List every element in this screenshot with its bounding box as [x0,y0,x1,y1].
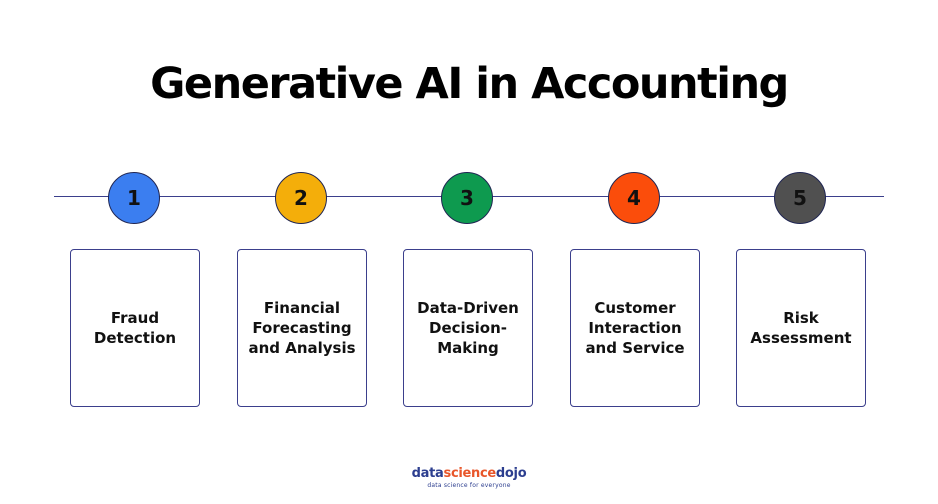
step-3-number-circle: 3 [441,172,493,224]
step-4-number-circle: 4 [608,172,660,224]
logo-wordmark: datasciencedojo [0,466,938,482]
page-title: Generative AI in Accounting [150,59,789,109]
logo-data-text: data [411,466,444,481]
step-2-number-circle: 2 [275,172,327,224]
logo-dojo-text: dojo [495,466,527,481]
logo-tagline: data science for everyone [427,482,511,489]
step-5-number-circle: 5 [774,172,826,224]
logo-science-text: science [443,466,497,481]
step-1-number-circle: 1 [108,172,160,224]
brand-logo: datasciencedojo data science for everyon… [0,466,938,490]
